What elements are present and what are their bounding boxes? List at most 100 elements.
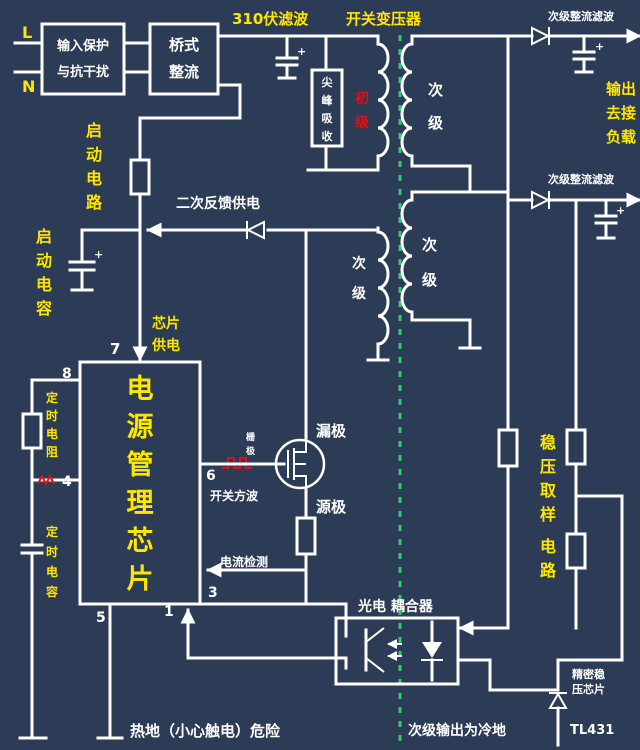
capacitor-icon: + [594,198,625,240]
regulation-char: 稳 [540,433,556,452]
capacitor-icon: + [572,34,604,74]
transformer-label: 开关变压器 [346,10,422,28]
switch-wave-label: 开关方波 [210,488,259,503]
input-protection-label-1: 输入保护 [57,38,109,54]
snubber-char: 尖 [322,75,333,89]
wire [410,154,472,182]
phototransistor-icon [364,627,402,673]
wire [410,34,534,46]
regulation-char: 压 [540,457,556,476]
secondary2-char: 次 [422,236,437,254]
tl431-icon [548,691,568,709]
live-label: L [22,23,32,42]
timing-cap-char: 电 [46,564,58,579]
bus-310v [216,34,380,46]
led-icon [421,620,443,682]
svg-text:+: + [595,40,604,53]
resistor-icon [21,412,43,450]
timing-cap-char: 时 [46,544,58,559]
capacitor-icon: + [68,248,103,292]
primary-char: 级 [355,114,370,131]
startup-char: 电 [86,169,102,188]
snubber-char: 收 [322,129,333,143]
neutral-label: N [22,77,35,96]
secondary1-char: 级 [428,114,444,132]
startup-char: 动 [86,145,102,164]
startup-cap-char: 容 [35,299,52,318]
gate-char: 栅 [246,431,255,443]
tl431-label: TL431 [570,723,614,738]
pin-5: 5 [96,610,106,626]
chip-char: 理 [127,488,154,519]
chip-supply-label-2: 供电 [151,337,180,354]
snubber-char: 吸 [322,112,334,125]
timing-res-char: 电 [46,426,58,441]
timing-res-char: 阻 [46,444,58,459]
wire [458,464,510,636]
wire [556,494,624,692]
diode-icon [531,190,551,210]
chip-char: 源 [127,412,154,443]
secondary1-char: 次 [428,81,443,99]
chip-char: 管 [127,450,154,481]
pin-1: 1 [164,604,174,620]
timing-cap-char: 定 [46,524,58,539]
snubber-char: 峰 [322,93,334,107]
inductor-icon [400,42,414,158]
bridge-label-1: 桥式 [169,36,199,54]
source-label: 源极 [316,498,347,516]
aux-secondary-char: 次 [352,255,366,272]
pin-8: 8 [62,366,72,382]
inductor-icon [376,230,390,346]
wire [80,228,142,264]
resistor-icon [497,428,519,468]
output-label-3: 负载 [606,128,636,146]
regulation-char: 路 [540,561,557,580]
drain-label: 漏极 [316,422,347,440]
current-sense-label: 电流检测 [220,554,268,569]
chip-char: 片 [127,564,154,595]
diode-icon [531,26,551,46]
startup-cap-char: 电 [36,275,52,294]
primary-char: 初 [355,90,369,107]
filter-310-label: 310伏滤波 [232,10,309,28]
resistor-icon [295,516,317,556]
chip-supply-label-1: 芯片 [152,315,180,332]
precision-label-2: 压芯片 [572,682,605,696]
wire [138,93,242,162]
wire [186,602,348,638]
svg-text:+: + [297,45,306,58]
resistor-icon [565,428,587,466]
resistor-icon [565,532,587,570]
output-label-2: 去接 [606,104,636,122]
chip-char: 电 [127,374,154,405]
timing-res-char: 时 [46,408,58,423]
power-management-chip [78,360,202,606]
bridge-rectifier-block [148,22,220,96]
mosfet-icon [274,438,326,490]
timing-cap-char: 容 [45,584,58,599]
bridge-label-2: 整流 [169,63,199,81]
regulation-char: 样 [540,505,556,524]
timing-res-char: 定 [46,390,58,405]
optocoupler-icon [334,616,460,686]
wire [410,190,534,202]
capacitor-icon: + [275,34,306,80]
startup-cap-char: 动 [36,251,52,270]
input-protection-block [40,22,126,96]
hot-ground-label: 热地（小心触电）危险 [130,722,281,740]
wire [180,608,348,670]
svg-text:+: + [616,204,625,217]
chip-char: 芯 [127,526,154,557]
startup-char: 路 [86,193,103,212]
pin-4: 4 [62,474,72,490]
startup-char: 启 [86,121,102,140]
resistor-icon [129,158,151,196]
output-label-1: 输出 [606,80,636,98]
diode-icon [245,220,265,240]
wire [456,658,560,692]
pin-3: 3 [208,585,218,601]
inductor-icon [400,198,414,314]
